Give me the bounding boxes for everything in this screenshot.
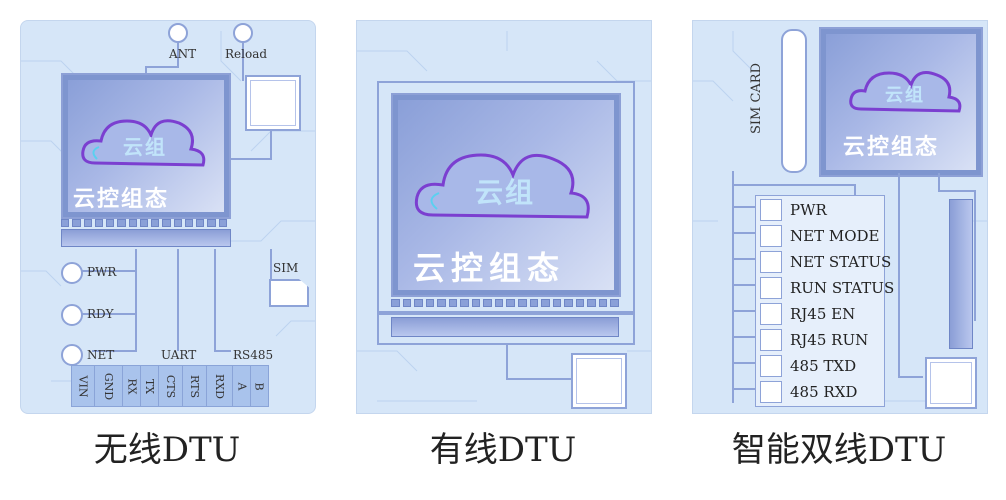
- uart-label: UART: [161, 348, 197, 362]
- rdy-led-label: RDY: [87, 307, 114, 321]
- cloud-text: 云组: [123, 135, 167, 159]
- screen-connector-bar: [391, 317, 619, 337]
- wired-traces: [506, 343, 571, 380]
- rj45-port-box: [925, 357, 977, 409]
- status-led-icon: [760, 277, 782, 299]
- cloud-logo-icon: [849, 71, 962, 113]
- pin-vin: VIN: [76, 375, 90, 397]
- net-led-icon: [61, 344, 83, 366]
- status-indicator-panel: PWR NET MODE NET STATUS RUN STATUS RJ45 …: [755, 195, 894, 407]
- cloud-logo-icon: [81, 119, 206, 167]
- circuit-background: [357, 31, 651, 402]
- screen-connector-bar: [61, 229, 231, 247]
- rj45-port-box: [571, 353, 627, 409]
- net-led-label: NET: [87, 348, 115, 362]
- wireless-dtu-panel: ANT Reload 云组 云控组态 SIM PWR RDY NET UART …: [20, 20, 316, 414]
- rdy-led-icon: [61, 304, 83, 326]
- pin-rxd: RXD: [206, 366, 232, 406]
- sim-label: SIM: [273, 261, 299, 275]
- wired-screen: 云组 云控组态: [391, 93, 621, 297]
- pin-rx: RX: [122, 366, 140, 406]
- status-row-pwr: PWR: [756, 198, 827, 222]
- smart-dual-dtu-panel: SIM CARD 云组 云控组态 PWR NET MODE NET STATUS…: [692, 20, 988, 414]
- pin-cts: CTS: [157, 366, 182, 406]
- smart-screen: 云组 云控组态: [819, 27, 983, 177]
- rs485-label: RS485: [233, 348, 274, 362]
- caption-wireless-dtu: 无线DTU: [93, 430, 241, 470]
- pin-header: VIN GND RX TX CTS RTS RXD A B: [71, 365, 269, 407]
- wired-dtu-panel: 云组 云控组态: [356, 20, 652, 414]
- status-led-icon: [760, 251, 782, 273]
- sim-card-slot-icon: [781, 29, 807, 173]
- side-connector-bar: [949, 199, 973, 349]
- smart-traces: [732, 171, 976, 403]
- status-row-rj45-run: RJ45 RUN: [756, 328, 868, 352]
- wired-outer-frame: [377, 81, 635, 315]
- logo-title: 云控组态: [843, 135, 940, 160]
- status-led-icon: [760, 199, 782, 221]
- wireless-screen: 云组 云控组态: [61, 73, 231, 219]
- status-led-icon: [760, 329, 782, 351]
- cloud-text: 云组: [475, 176, 536, 209]
- pin-tx: TX: [140, 366, 158, 406]
- wireless-module-box: [245, 75, 301, 131]
- pin-b: B: [250, 366, 268, 406]
- status-led-icon: [760, 225, 782, 247]
- sim-slot-icon: [269, 279, 309, 307]
- ant-label: ANT: [169, 47, 197, 61]
- caption-smart-dual-dtu: 智能双线DTU: [731, 430, 947, 470]
- screen-pins: [391, 299, 619, 307]
- status-row-485-txd: 485 TXD: [756, 354, 856, 378]
- circuit-background: [693, 31, 987, 402]
- pin-gnd: GND: [93, 366, 122, 406]
- status-row-run-status: RUN STATUS: [756, 276, 894, 300]
- caption-wired-dtu: 有线DTU: [429, 430, 577, 470]
- status-row-net-mode: NET MODE: [756, 224, 879, 248]
- pwr-led-label: PWR: [87, 265, 117, 279]
- status-led-icon: [760, 381, 782, 403]
- status-led-icon: [760, 355, 782, 377]
- cloud-text: 云组: [885, 85, 925, 106]
- status-row-rj45-en: RJ45 EN: [756, 302, 855, 326]
- status-led-icon: [760, 303, 782, 325]
- logo-title: 云控组态: [413, 249, 566, 287]
- cloud-logo-icon: [414, 153, 590, 219]
- status-row-net-status: NET STATUS: [756, 250, 891, 274]
- reload-label: Reload: [225, 47, 268, 61]
- screen-pins: [61, 219, 227, 227]
- pin-a: A: [232, 366, 250, 406]
- pwr-led-icon: [61, 262, 83, 284]
- pin-rts: RTS: [182, 366, 206, 406]
- status-row-485-rxd: 485 RXD: [756, 380, 857, 404]
- logo-title: 云控组态: [73, 187, 170, 212]
